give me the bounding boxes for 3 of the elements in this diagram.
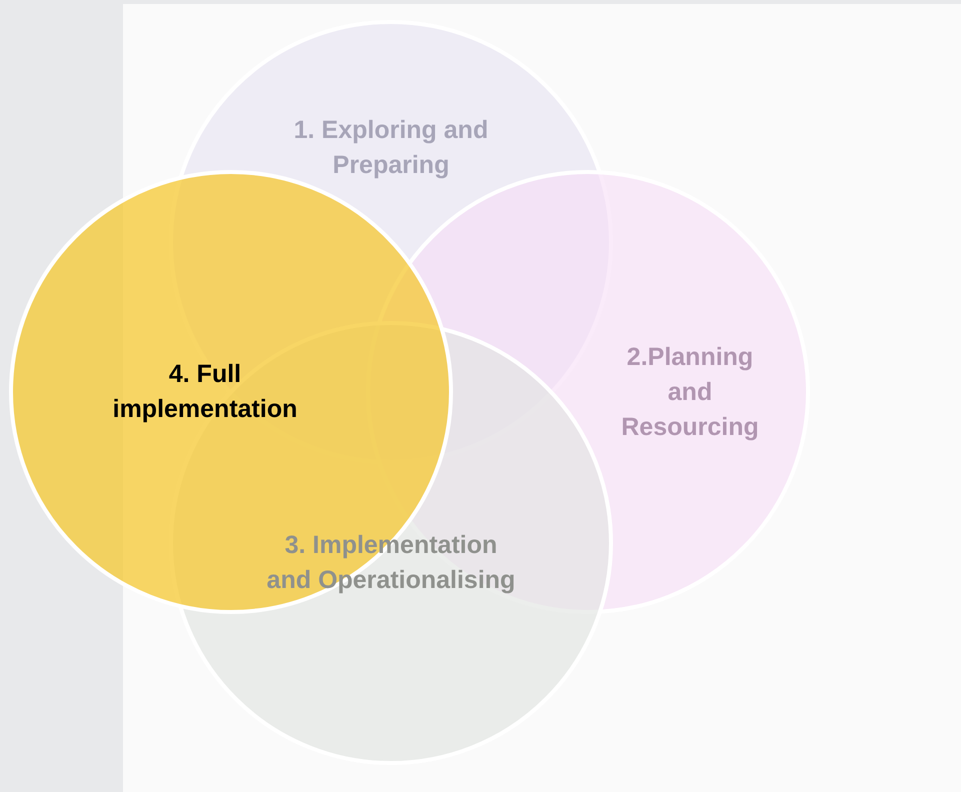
circle-label: 1. Exploring and Preparing: [292, 115, 490, 181]
circle-label: 2.Planning and Resourcing: [620, 342, 760, 442]
circle-label: 4. Full implementation: [112, 359, 298, 425]
